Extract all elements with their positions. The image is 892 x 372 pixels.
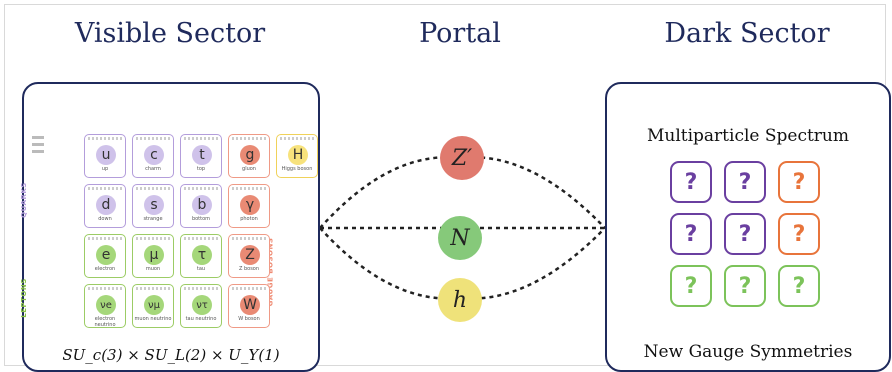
dark-particle-box: ? [670,265,712,307]
particle-symbol: W [240,295,260,315]
row-labels [32,136,44,153]
particle-meta [136,287,172,290]
particle-name: Higgs boson [281,166,313,172]
particle-name: down [98,216,112,222]
particle-symbol: νμ [144,295,164,315]
particle-name: charm [145,166,161,172]
particle-name: tau neutrino [185,316,217,322]
particle-name: tau [196,266,206,272]
particle-symbol: ντ [192,295,212,315]
particle-meta [136,137,172,140]
quarks-label: QUARKS [19,182,28,218]
multiparticle-spectrum-title: Multiparticle Spectrum [646,126,850,146]
dark-sector-heading: Dark Sector [664,18,830,49]
particle-name: photon [240,216,258,222]
leptons-label: LEPTONS [19,278,28,318]
dark-particle-box: ? [724,161,766,203]
particle-name: electron neutrino [94,316,116,328]
dark-particle-box: ? [778,265,820,307]
portal-node-1: N [438,216,482,260]
particle-symbol: d [96,195,116,215]
particle-meta [184,287,220,290]
dark-particle-box: ? [778,161,820,203]
gauge-group-formula: SU_c(3) × SU_L(2) × U_Y(1) [62,346,280,364]
dark-particle-box: ? [724,213,766,255]
particle-symbol: g [240,145,260,165]
particle-meta [88,237,124,240]
particle-name: strange [143,216,163,222]
particle-symbol: νe [96,295,116,315]
particle-meta [232,287,268,290]
particle-meta [184,137,220,140]
particle-meta [88,137,124,140]
dark-particle-box: ? [670,213,712,255]
particle-symbol: b [192,195,212,215]
particle-meta [232,237,268,240]
particle-meta [232,137,268,140]
portal-node-2: h [438,278,482,322]
particle-symbol: s [144,195,164,215]
particle-symbol: γ [240,195,260,215]
dark-particle-box: ? [670,161,712,203]
particle-symbol: c [144,145,164,165]
portal-node-0: Z′ [440,136,484,180]
new-gauge-symmetries-title: New Gauge Symmetries [643,342,853,362]
particle-meta [88,187,124,190]
visible-sector-heading: Visible Sector [74,18,266,49]
particle-symbol: τ [192,245,212,265]
particle-name: top [196,166,206,172]
dark-sector-panel: Multiparticle Spectrum ????????? New Gau… [605,82,891,372]
particle-name: Z boson [238,266,260,272]
particle-symbol: H [288,145,308,165]
particle-symbol: μ [144,245,164,265]
particle-name: up [101,166,109,172]
particle-symbol: u [96,145,116,165]
particle-meta [232,187,268,190]
portal-heading: Portal [419,18,501,49]
particle-symbol: e [96,245,116,265]
particle-meta [136,237,172,240]
particle-symbol: t [192,145,212,165]
particle-name: W boson [238,316,260,322]
particle-meta [184,187,220,190]
particle-meta [280,137,316,140]
particle-meta [88,287,124,290]
particle-name: muon neutrino [134,316,172,322]
particle-name: bottom [191,216,211,222]
particle-name: muon [145,266,161,272]
particle-meta [184,237,220,240]
particle-name: electron [94,266,116,272]
dark-particle-box: ? [778,213,820,255]
particle-symbol: Z [240,245,260,265]
dark-particle-box: ? [724,265,766,307]
particle-meta [136,187,172,190]
particle-name: gluon [242,166,256,172]
